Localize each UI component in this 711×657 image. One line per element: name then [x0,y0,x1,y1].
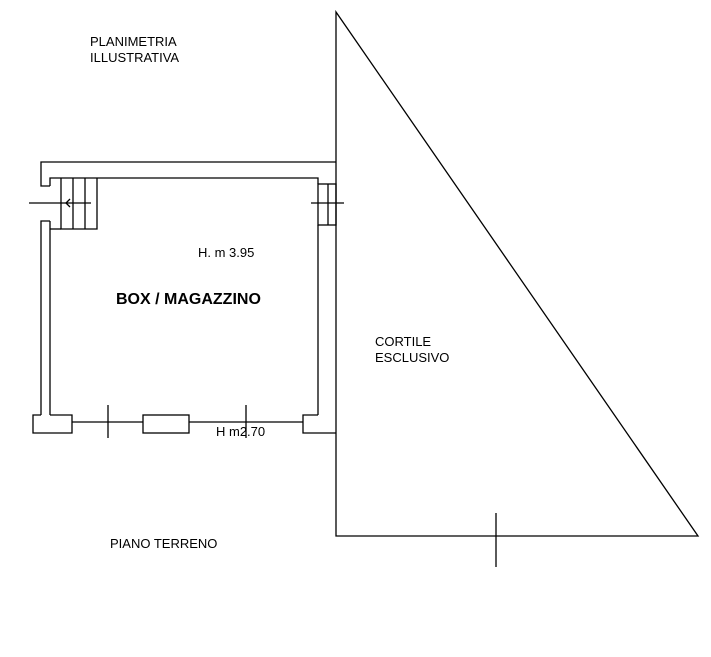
door-height-label: H m2.70 [216,424,265,439]
stairs-left [29,178,98,230]
floor-label: PIANO TERRENO [110,536,217,551]
plan-title-line2: ILLUSTRATIVA [90,50,179,65]
building-walls [40,161,336,415]
room-height-label: H. m 3.95 [198,245,254,260]
courtyard-outline [335,9,700,567]
room-name: BOX / MAGAZZINO [116,291,261,308]
stairs-right [311,183,344,226]
courtyard-label-line1: CORTILE [375,334,431,349]
plan-title-line1: PLANIMETRIA [90,34,177,49]
front-wall [32,405,336,438]
courtyard-label-line2: ESCLUSIVO [375,350,449,365]
arrow-icon [65,198,71,208]
